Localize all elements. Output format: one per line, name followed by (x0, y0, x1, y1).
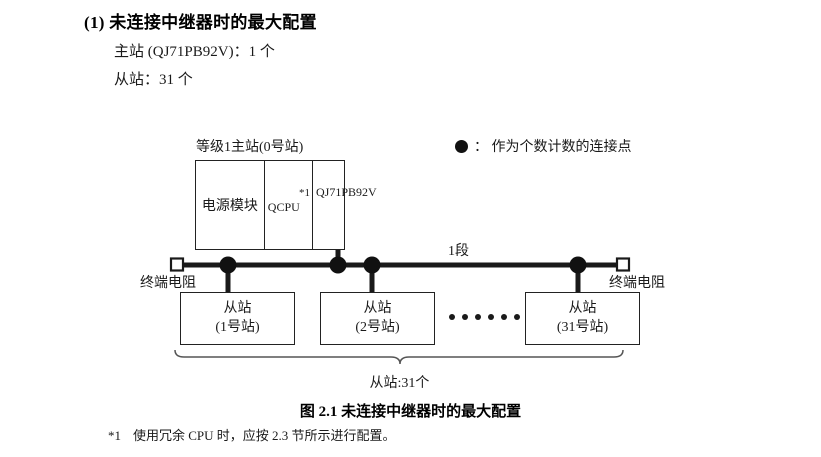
spec-line-master: 主站 (QJ71PB92V)：1 个 (114, 44, 275, 60)
master-module-line2: PB92V (341, 185, 377, 199)
slave-station-box: 从站 (2号站) (320, 292, 435, 345)
heading-block: (1) 未连接中继器时的最大配置 主站 (QJ71PB92V)：1 个 从站：3… (84, 8, 724, 89)
footnote-mark: *1 (108, 428, 121, 443)
connection-node-slave-1 (219, 256, 237, 274)
terminator-right-icon (615, 257, 631, 272)
slave-station-number: (31号站) (556, 319, 609, 335)
slave-count-caption: 从站:31个 (0, 372, 821, 392)
figure-caption: 图 2.1 未连接中继器时的最大配置 (299, 404, 522, 420)
footnote: *1 使用冗余 CPU 时，应按 2.3 节所示进行配置。 (108, 425, 396, 444)
slave-count-brace (174, 349, 624, 365)
cpu-module-label: QCPU (267, 199, 300, 214)
legend: ： 作为个数计数的连接点 (455, 136, 632, 156)
footnote-text: 使用冗余 CPU 时，应按 2.3 节所示进行配置。 (133, 428, 396, 443)
connection-node-master (329, 256, 347, 274)
terminator-left-icon (169, 257, 185, 272)
ellipsis-dot (475, 314, 481, 320)
page-title: (1) 未连接中继器时的最大配置 (84, 13, 317, 32)
master-station-label: 等级1主站(0号站) (196, 140, 304, 155)
terminator-left-label: 终端电阻 (140, 276, 196, 291)
slave-count-caption-text: 从站:31个 (369, 376, 430, 391)
slave-station-number: (1号站) (215, 319, 260, 335)
filled-circle-icon (455, 139, 468, 153)
ellipsis-dot (514, 314, 520, 320)
connection-node-slave-2 (363, 256, 381, 274)
connection-node-slave-31 (569, 256, 587, 274)
slave-station-box: 从站 (1号站) (180, 292, 295, 345)
master-rack: 电源模块 QCPU *1 QJ71 PB92V (195, 160, 377, 250)
cpu-footnote-mark: *1 (299, 187, 310, 199)
slave-name: 从站 (363, 300, 392, 316)
ellipsis-dot (488, 314, 494, 320)
master-module-cell: QJ71 PB92V (313, 161, 377, 249)
spec-line-slave: 从站：31 个 (114, 72, 193, 88)
slave-name: 从站 (223, 300, 252, 316)
segment-label: 1段 (448, 244, 469, 259)
legend-label: ： 作为个数计数的连接点 (474, 140, 632, 155)
terminator-right-label: 终端电阻 (609, 276, 665, 291)
power-module-cell: 电源模块 (196, 161, 265, 249)
ellipsis-dots (449, 314, 520, 320)
slave-station-number: (2号站) (355, 319, 400, 335)
cpu-module-cell: QCPU *1 (265, 161, 313, 249)
ellipsis-dot (449, 314, 455, 320)
ellipsis-dot (462, 314, 468, 320)
slave-name: 从站 (568, 300, 597, 316)
slave-station-box: 从站 (31号站) (525, 292, 640, 345)
ellipsis-dot (501, 314, 507, 320)
master-module-line1: QJ71 (316, 185, 342, 199)
